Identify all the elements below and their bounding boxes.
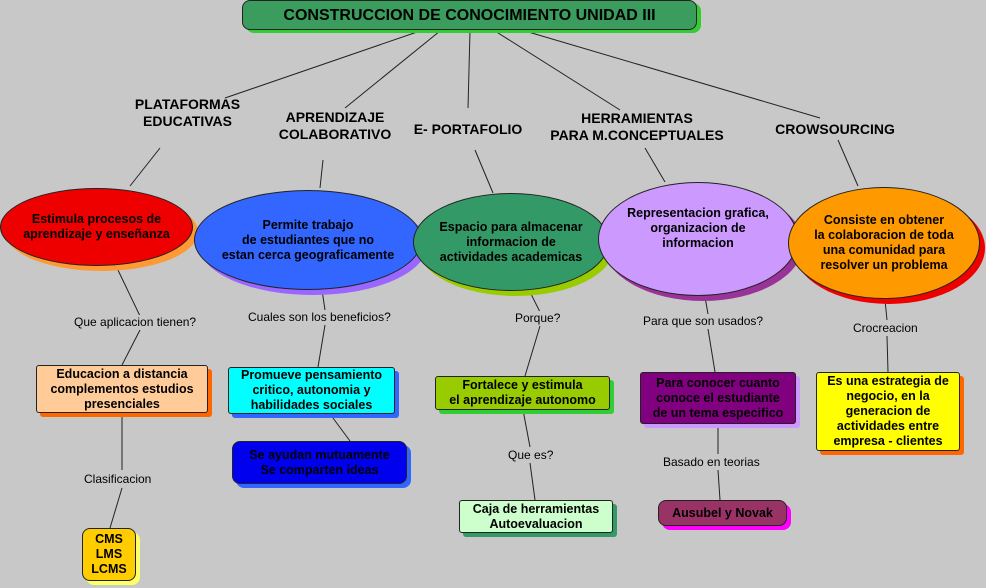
title-node: CONSTRUCCION DE CONOCIMIENTO UNIDAD III — [242, 0, 697, 30]
concept-portafolio: Espacio para almacenar informacion de ac… — [413, 193, 609, 291]
detail-conocer: Para conocer cuanto conoce el estudiante… — [640, 372, 796, 424]
link-plataformas: Que aplicacion tienen? — [72, 315, 199, 329]
detail-ausubel: Ausubel y Novak — [658, 500, 787, 526]
category-plataformas: PLATAFORMAS EDUCATIVAS — [134, 96, 241, 129]
detail-ayudan: Se ayudan mutuamente Se comparten ideas — [232, 441, 407, 484]
category-crowsourcing: CROWSOURCING — [775, 121, 895, 137]
concept-herramientas: Representacion grafica, organizacion de … — [598, 182, 798, 296]
detail-estrategia: Es una estrategia de negocio, en la gene… — [816, 372, 960, 451]
category-herramientas: HERRAMIENTAS PARA M.CONCEPTUALES — [550, 110, 724, 143]
category-aprendizaje: APRENDIZAJE COLABORATIVO — [278, 109, 392, 142]
link-crowsourcing: Crocreacion — [851, 321, 920, 335]
link-portafolio: Porque? — [513, 311, 563, 325]
link-herramientas: Para que son usados? — [641, 314, 766, 328]
detail-caja: Caja de herramientas Autoevaluacion — [459, 500, 613, 533]
link-basado: Basado en teorias — [661, 455, 762, 469]
detail-tipos: CMS LMS LCMS — [82, 528, 136, 581]
page-title: CONSTRUCCION DE CONOCIMIENTO UNIDAD III — [283, 6, 656, 24]
concept-plataformas: Estimula procesos de aprendizaje y enseñ… — [0, 188, 193, 266]
detail-educacion: Educacion a distancia complementos estud… — [36, 365, 208, 413]
link-que-es: Que es? — [506, 448, 556, 462]
concept-aprendizaje: Permite trabajo de estudiantes que no es… — [194, 190, 422, 290]
detail-promueve: Promueve pensamiento critico, autonomia … — [228, 367, 395, 414]
category-portafolio: E- PORTAFOLIO — [413, 121, 523, 137]
detail-fortalece: Fortalece y estimula el aprendizaje auto… — [435, 376, 610, 410]
link-aprendizaje: Cuales son los beneficios? — [246, 310, 393, 324]
link-clasificacion: Clasificacion — [82, 472, 154, 486]
concept-crowsourcing: Consiste en obtener la colaboracion de t… — [788, 187, 980, 299]
